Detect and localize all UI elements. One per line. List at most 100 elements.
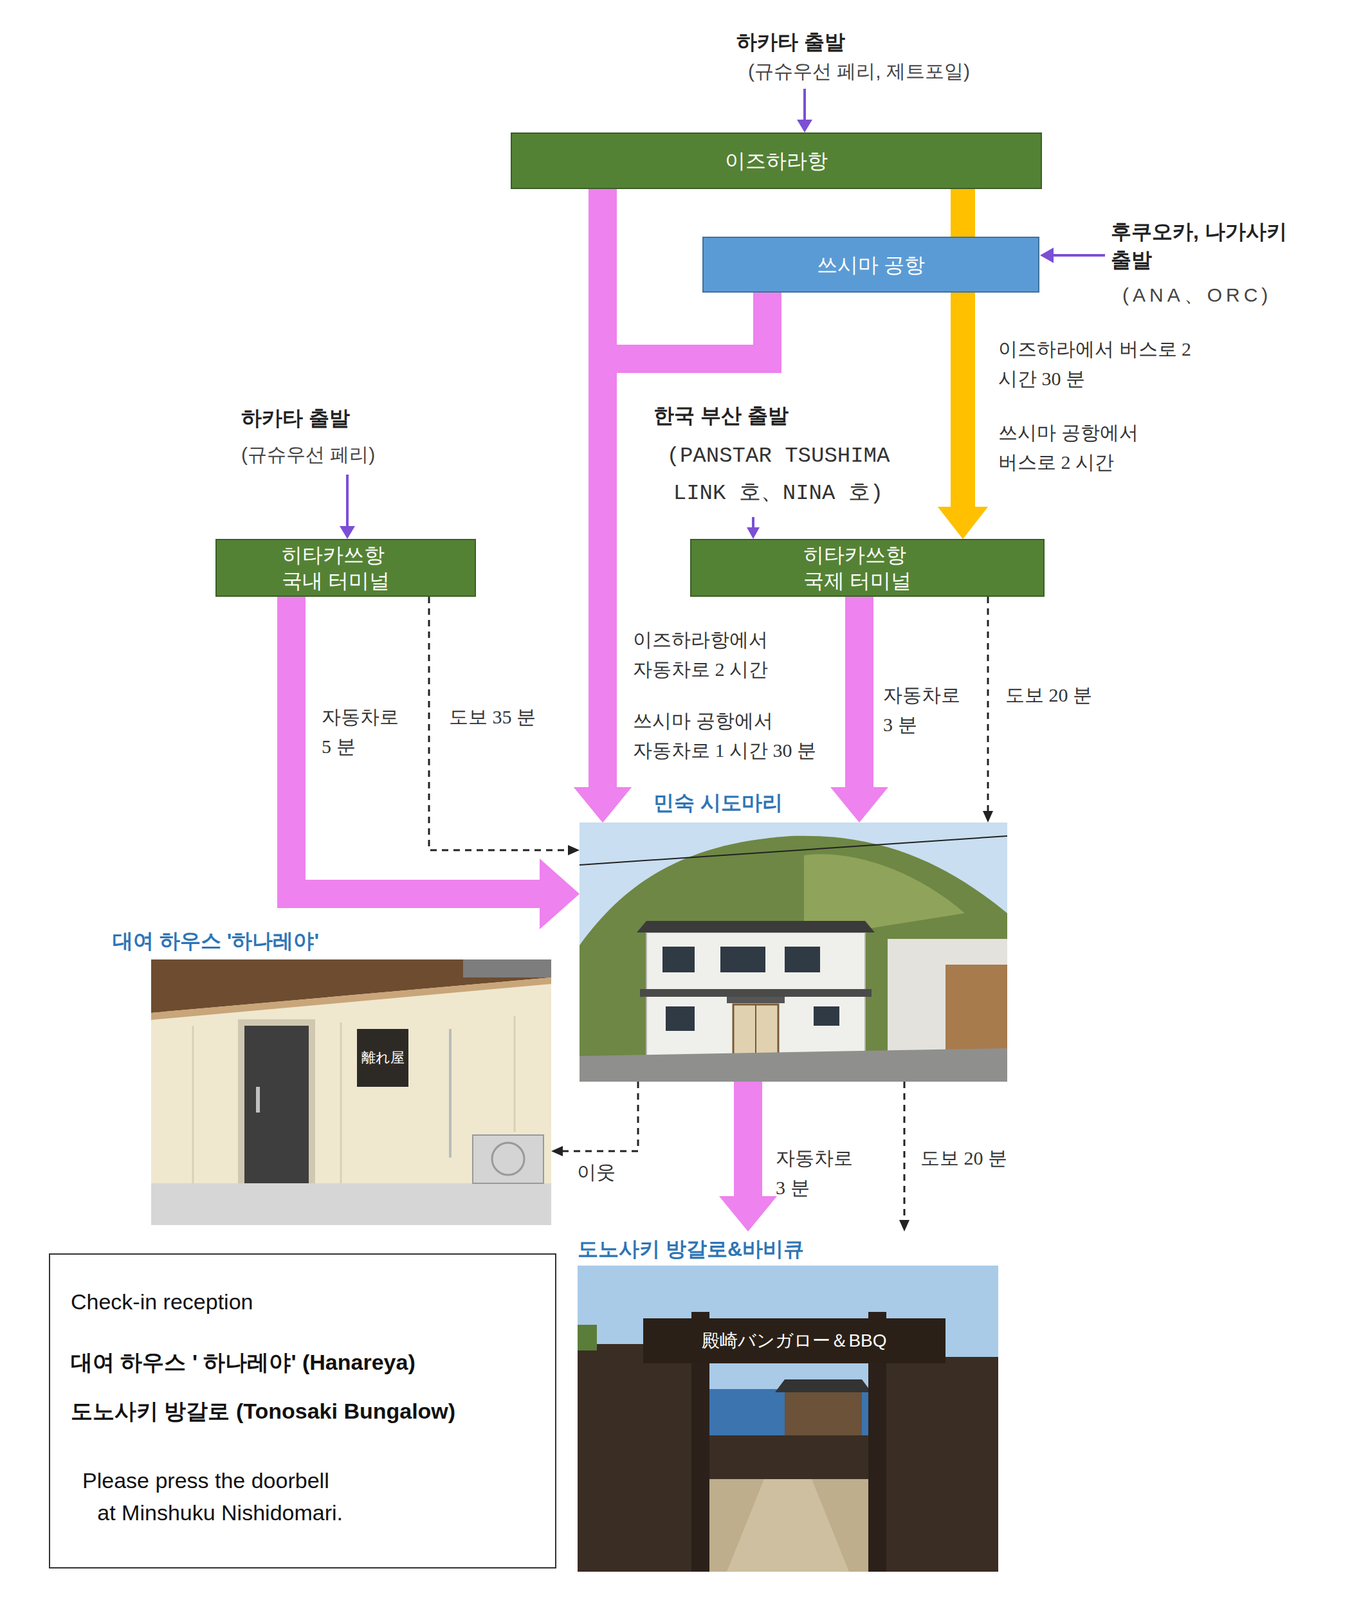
origin-arrows: [339, 88, 1106, 539]
window: [720, 946, 766, 973]
fence-left: [577, 1344, 700, 1572]
note-text: Please press the doorbell at Minshuku Ni…: [82, 1464, 343, 1529]
arrow-head: [551, 1146, 563, 1157]
edge-label-slot: 이웃: [576, 1157, 616, 1188]
note-heading-slot: Check-in reception: [70, 1288, 253, 1316]
window: [662, 946, 695, 973]
edge-label-slot: 자동차로 3 분: [883, 680, 967, 740]
hill: [579, 836, 1008, 1082]
connector: [937, 292, 988, 539]
origin-label-slot: (규슈우선 페리, 제트포일): [748, 59, 970, 84]
connector-line: [950, 292, 976, 509]
connector-line: [903, 1081, 906, 1221]
window: [665, 1006, 695, 1032]
sign-text: 離れ屋: [356, 1029, 409, 1087]
photo-node: 도노사키 방갈로&바비큐 殿崎バンガロー＆BBQ: [577, 1231, 999, 1572]
pipe: [448, 1029, 452, 1158]
bungalow-photo: [577, 1265, 999, 1572]
note-line-slot: 대여 하우스 ' 하나레야' (Hanareya): [70, 1348, 416, 1376]
edge-label: 도보 20 분: [920, 1143, 1008, 1174]
edge-label: 쓰시마 공항에서 버스로 2 시간: [998, 418, 1192, 478]
connector-line: [562, 1081, 639, 1152]
edge-label: 이즈하라항에서 자동차로 2 시간: [632, 625, 833, 685]
gate-beam: [643, 1318, 946, 1364]
photo-node: 민숙 시도마리: [579, 822, 1008, 1082]
arrow-head: [339, 526, 356, 539]
connector-line: [950, 292, 976, 509]
door-handle: [255, 1086, 260, 1113]
connector: [719, 1081, 777, 1232]
origin-label-slot: 하카타 출발: [736, 28, 846, 55]
photo-heading-slot: 민숙 시도마리: [653, 790, 783, 815]
guesthouse-photo: [579, 822, 1008, 1082]
origin-label: 하카타 출발: [241, 405, 350, 431]
sky: [577, 1265, 999, 1572]
arrow-line: [803, 88, 806, 121]
note-heading: Check-in reception: [70, 1288, 253, 1316]
note-line: 도노사키 방갈로 (Tonosaki Bungalow): [70, 1397, 456, 1425]
connector: [899, 1081, 910, 1232]
origin-label-slot: (ANA、ORC): [1122, 283, 1272, 308]
side-wall: [945, 964, 1008, 1055]
note-box: Check-in reception 대여 하우스 ' 하나레야' (Hanare…: [48, 1253, 557, 1569]
roof-tiles: [463, 959, 552, 978]
connector-line: [733, 1081, 763, 1198]
arrow-head: [830, 787, 889, 823]
connector: [982, 596, 994, 823]
port-band: 이즈하라항: [510, 132, 1042, 190]
arrow-head: [746, 527, 760, 539]
origin-label: (ANA、ORC): [1122, 283, 1272, 308]
panel-line: [340, 1022, 343, 1184]
fence-right: [874, 1357, 999, 1572]
path: [726, 1476, 850, 1572]
photo-heading: 민숙 시도마리: [653, 790, 783, 815]
band-label: 히타카쓰항 국내 터미널: [281, 542, 411, 594]
back-fence: [709, 1435, 869, 1480]
window: [784, 946, 821, 973]
door-awning: [726, 996, 785, 1004]
connector: [291, 596, 580, 930]
edge-label-slot: 이즈하라에서 버스로 2 시간 30 분: [998, 334, 1192, 394]
connector: [429, 596, 580, 856]
edge-label: 도보 20 분: [1005, 680, 1093, 711]
origin-label: 하카타 출발: [736, 28, 846, 55]
sign-text-slot: 殿崎バンガロー＆BBQ: [643, 1318, 946, 1364]
edge-label-slot: 자동차로 3 분: [775, 1143, 860, 1203]
origin-label-slot: 후쿠오카, 나가사키 출발: [1110, 217, 1304, 274]
edge-label-slot: 쓰시마 공항에서 자동차로 1 시간 30 분: [632, 706, 833, 766]
band-label: 쓰시마 공항: [816, 252, 926, 278]
edge-label-slot: 도보 20 분: [1005, 680, 1093, 711]
connector-line: [987, 596, 990, 812]
arrow-line: [346, 474, 349, 528]
sign-board: [356, 1029, 409, 1087]
door: [244, 1025, 309, 1184]
connector-line: [845, 596, 874, 789]
edge-label-slot: 도보 20 분: [920, 1143, 1008, 1174]
arrow-head: [573, 787, 632, 823]
edge-label-slot: 이즈하라항에서 자동차로 2 시간: [632, 625, 833, 685]
arrow-head: [982, 811, 994, 823]
connector: [551, 1081, 639, 1157]
door-frame: [237, 1019, 316, 1184]
arrow-head: [937, 506, 988, 539]
edge-label: 자동차로 5 분: [321, 702, 406, 762]
ground: [151, 1183, 552, 1226]
ac-fan: [492, 1142, 525, 1176]
origin-label-slot: (규슈우선 페리): [241, 442, 375, 467]
photo-heading: 대여 하우스 '하나레야': [112, 928, 320, 954]
edge-label: 쓰시마 공항에서 자동차로 1 시간 30 분: [632, 706, 833, 766]
arrow-head: [796, 119, 813, 133]
sign-text: 殿崎バンガロー＆BBQ: [643, 1318, 946, 1364]
origin-label: (규슈우선 페리): [241, 442, 375, 467]
wall: [151, 959, 552, 1226]
origin-label-slot: 하카타 출발: [241, 405, 350, 431]
arrow-line: [1052, 254, 1106, 257]
hut-roof: [775, 1379, 872, 1393]
photo-heading: 도노사키 방갈로&바비큐: [577, 1236, 804, 1262]
edge-label-slot: 쓰시마 공항에서 버스로 2 시간: [998, 418, 1192, 478]
edge-label: 자동차로 3 분: [883, 680, 967, 740]
edge-label-slot: 도보 35 분: [448, 702, 536, 732]
house-eave: [639, 989, 872, 997]
arrow-head: [539, 858, 580, 930]
note-text-slot: Please press the doorbell at Minshuku Ni…: [82, 1464, 343, 1529]
